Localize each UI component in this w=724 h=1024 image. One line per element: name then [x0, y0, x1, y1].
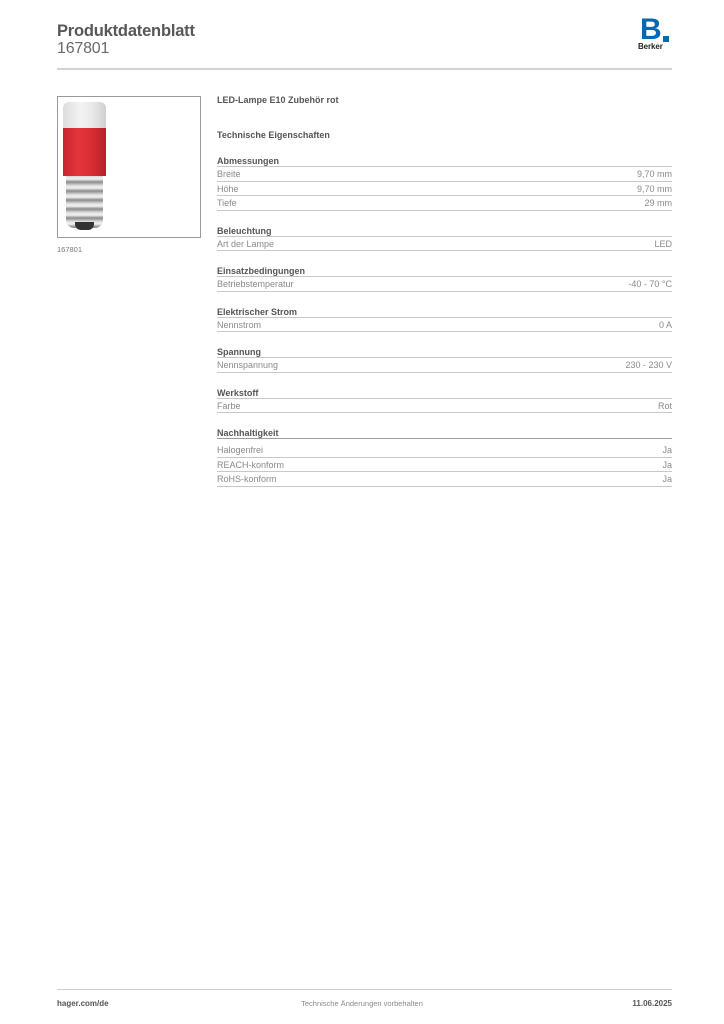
- lamp-red-body: [63, 128, 106, 176]
- lamp-screw-base: [66, 176, 103, 228]
- spec-label: Höhe: [217, 183, 239, 194]
- spec-value: Rot: [657, 400, 672, 411]
- section-title: Nachhaltigkeit: [217, 427, 672, 439]
- spec-value: 230 - 230 V: [625, 360, 672, 370]
- section-abmessungen: Abmessungen Breite 9,70 mm Höhe 9,70 mm …: [217, 155, 672, 211]
- section-title: Spannung: [217, 346, 672, 358]
- document-title: Produktdatenblatt: [57, 22, 195, 40]
- spec-value: 9,70 mm: [636, 169, 672, 179]
- spec-value: Ja: [662, 459, 672, 470]
- spec-label: Betriebstemperatur: [217, 279, 294, 289]
- spec-row: Breite 9,70 mm: [217, 167, 672, 182]
- led-lamp-icon: [63, 102, 106, 232]
- section-title: Werkstoff: [217, 387, 672, 399]
- section-title: Beleuchtung: [217, 225, 672, 237]
- spec-value: -40 - 70 °C: [628, 279, 672, 289]
- spec-label: RoHS-konform: [217, 474, 277, 484]
- section-spannung: Spannung Nennspannung 230 - 230 V: [217, 346, 672, 373]
- section-beleuchtung: Beleuchtung Art der Lampe LED: [217, 225, 672, 251]
- section-title: Abmessungen: [217, 155, 672, 167]
- spec-row: REACH-konform Ja: [217, 458, 672, 472]
- spec-row: Halogenfrei Ja: [217, 443, 672, 458]
- spec-row: Farbe Rot: [217, 399, 672, 413]
- spec-row: Betriebstemperatur -40 - 70 °C: [217, 277, 672, 292]
- spec-value: 9,70 mm: [636, 183, 672, 194]
- footer-date: 11.06.2025: [632, 999, 672, 1008]
- logo-letter: B: [640, 13, 662, 46]
- product-image: [57, 96, 201, 238]
- footer-divider: [57, 989, 672, 990]
- product-name: LED-Lampe E10 Zubehör rot: [217, 95, 339, 105]
- spec-label: REACH-konform: [217, 459, 285, 470]
- lamp-contact-tip: [75, 222, 94, 230]
- spec-value: LED: [654, 238, 672, 249]
- logo-dot-icon: [663, 36, 669, 42]
- spec-label: Nennspannung: [217, 360, 279, 370]
- spec-row: RoHS-konform Ja: [217, 472, 672, 487]
- section-einsatzbedingungen: Einsatzbedingungen Betriebstemperatur -4…: [217, 265, 672, 292]
- product-specs: LED-Lampe E10 Zubehör rot Technische Eig…: [217, 95, 672, 487]
- section-title: Einsatzbedingungen: [217, 265, 672, 277]
- spec-row: Höhe 9,70 mm: [217, 182, 672, 196]
- footer-disclaimer: Technische Änderungen vorbehalten: [301, 999, 423, 1008]
- section-werkstoff: Werkstoff Farbe Rot: [217, 387, 672, 413]
- spec-value: 0 A: [658, 319, 672, 330]
- section-nachhaltigkeit: Nachhaltigkeit Halogenfrei Ja REACH-konf…: [217, 427, 672, 487]
- header-divider: [57, 68, 672, 70]
- spec-row: Art der Lampe LED: [217, 237, 672, 251]
- document-header: Produktdatenblatt 167801 B Berker: [57, 15, 672, 70]
- spec-value: 29 mm: [644, 198, 672, 208]
- spec-label: Art der Lampe: [217, 238, 275, 249]
- footer-website-link[interactable]: hager.com/de: [57, 999, 109, 1008]
- section-title: Elektrischer Strom: [217, 306, 672, 318]
- spec-label: Nennstrom: [217, 319, 262, 330]
- spec-label: Halogenfrei: [217, 445, 264, 455]
- product-number: 167801: [57, 40, 110, 57]
- spec-label: Breite: [217, 169, 241, 179]
- section-elektrischer-strom: Elektrischer Strom Nennstrom 0 A: [217, 306, 672, 332]
- lamp-cap: [63, 102, 106, 128]
- spec-row: Nennstrom 0 A: [217, 318, 672, 332]
- image-caption: 167801: [57, 245, 83, 254]
- spec-row: Nennspannung 230 - 230 V: [217, 358, 672, 373]
- berker-logo: B Berker: [638, 13, 672, 52]
- spec-value: Ja: [662, 445, 672, 455]
- specs-heading: Technische Eigenschaften: [217, 130, 330, 140]
- spec-row: Tiefe 29 mm: [217, 196, 672, 211]
- spec-label: Farbe: [217, 400, 241, 411]
- logo-brand-name: Berker: [638, 42, 663, 51]
- spec-label: Tiefe: [217, 198, 237, 208]
- spec-value: Ja: [662, 474, 672, 484]
